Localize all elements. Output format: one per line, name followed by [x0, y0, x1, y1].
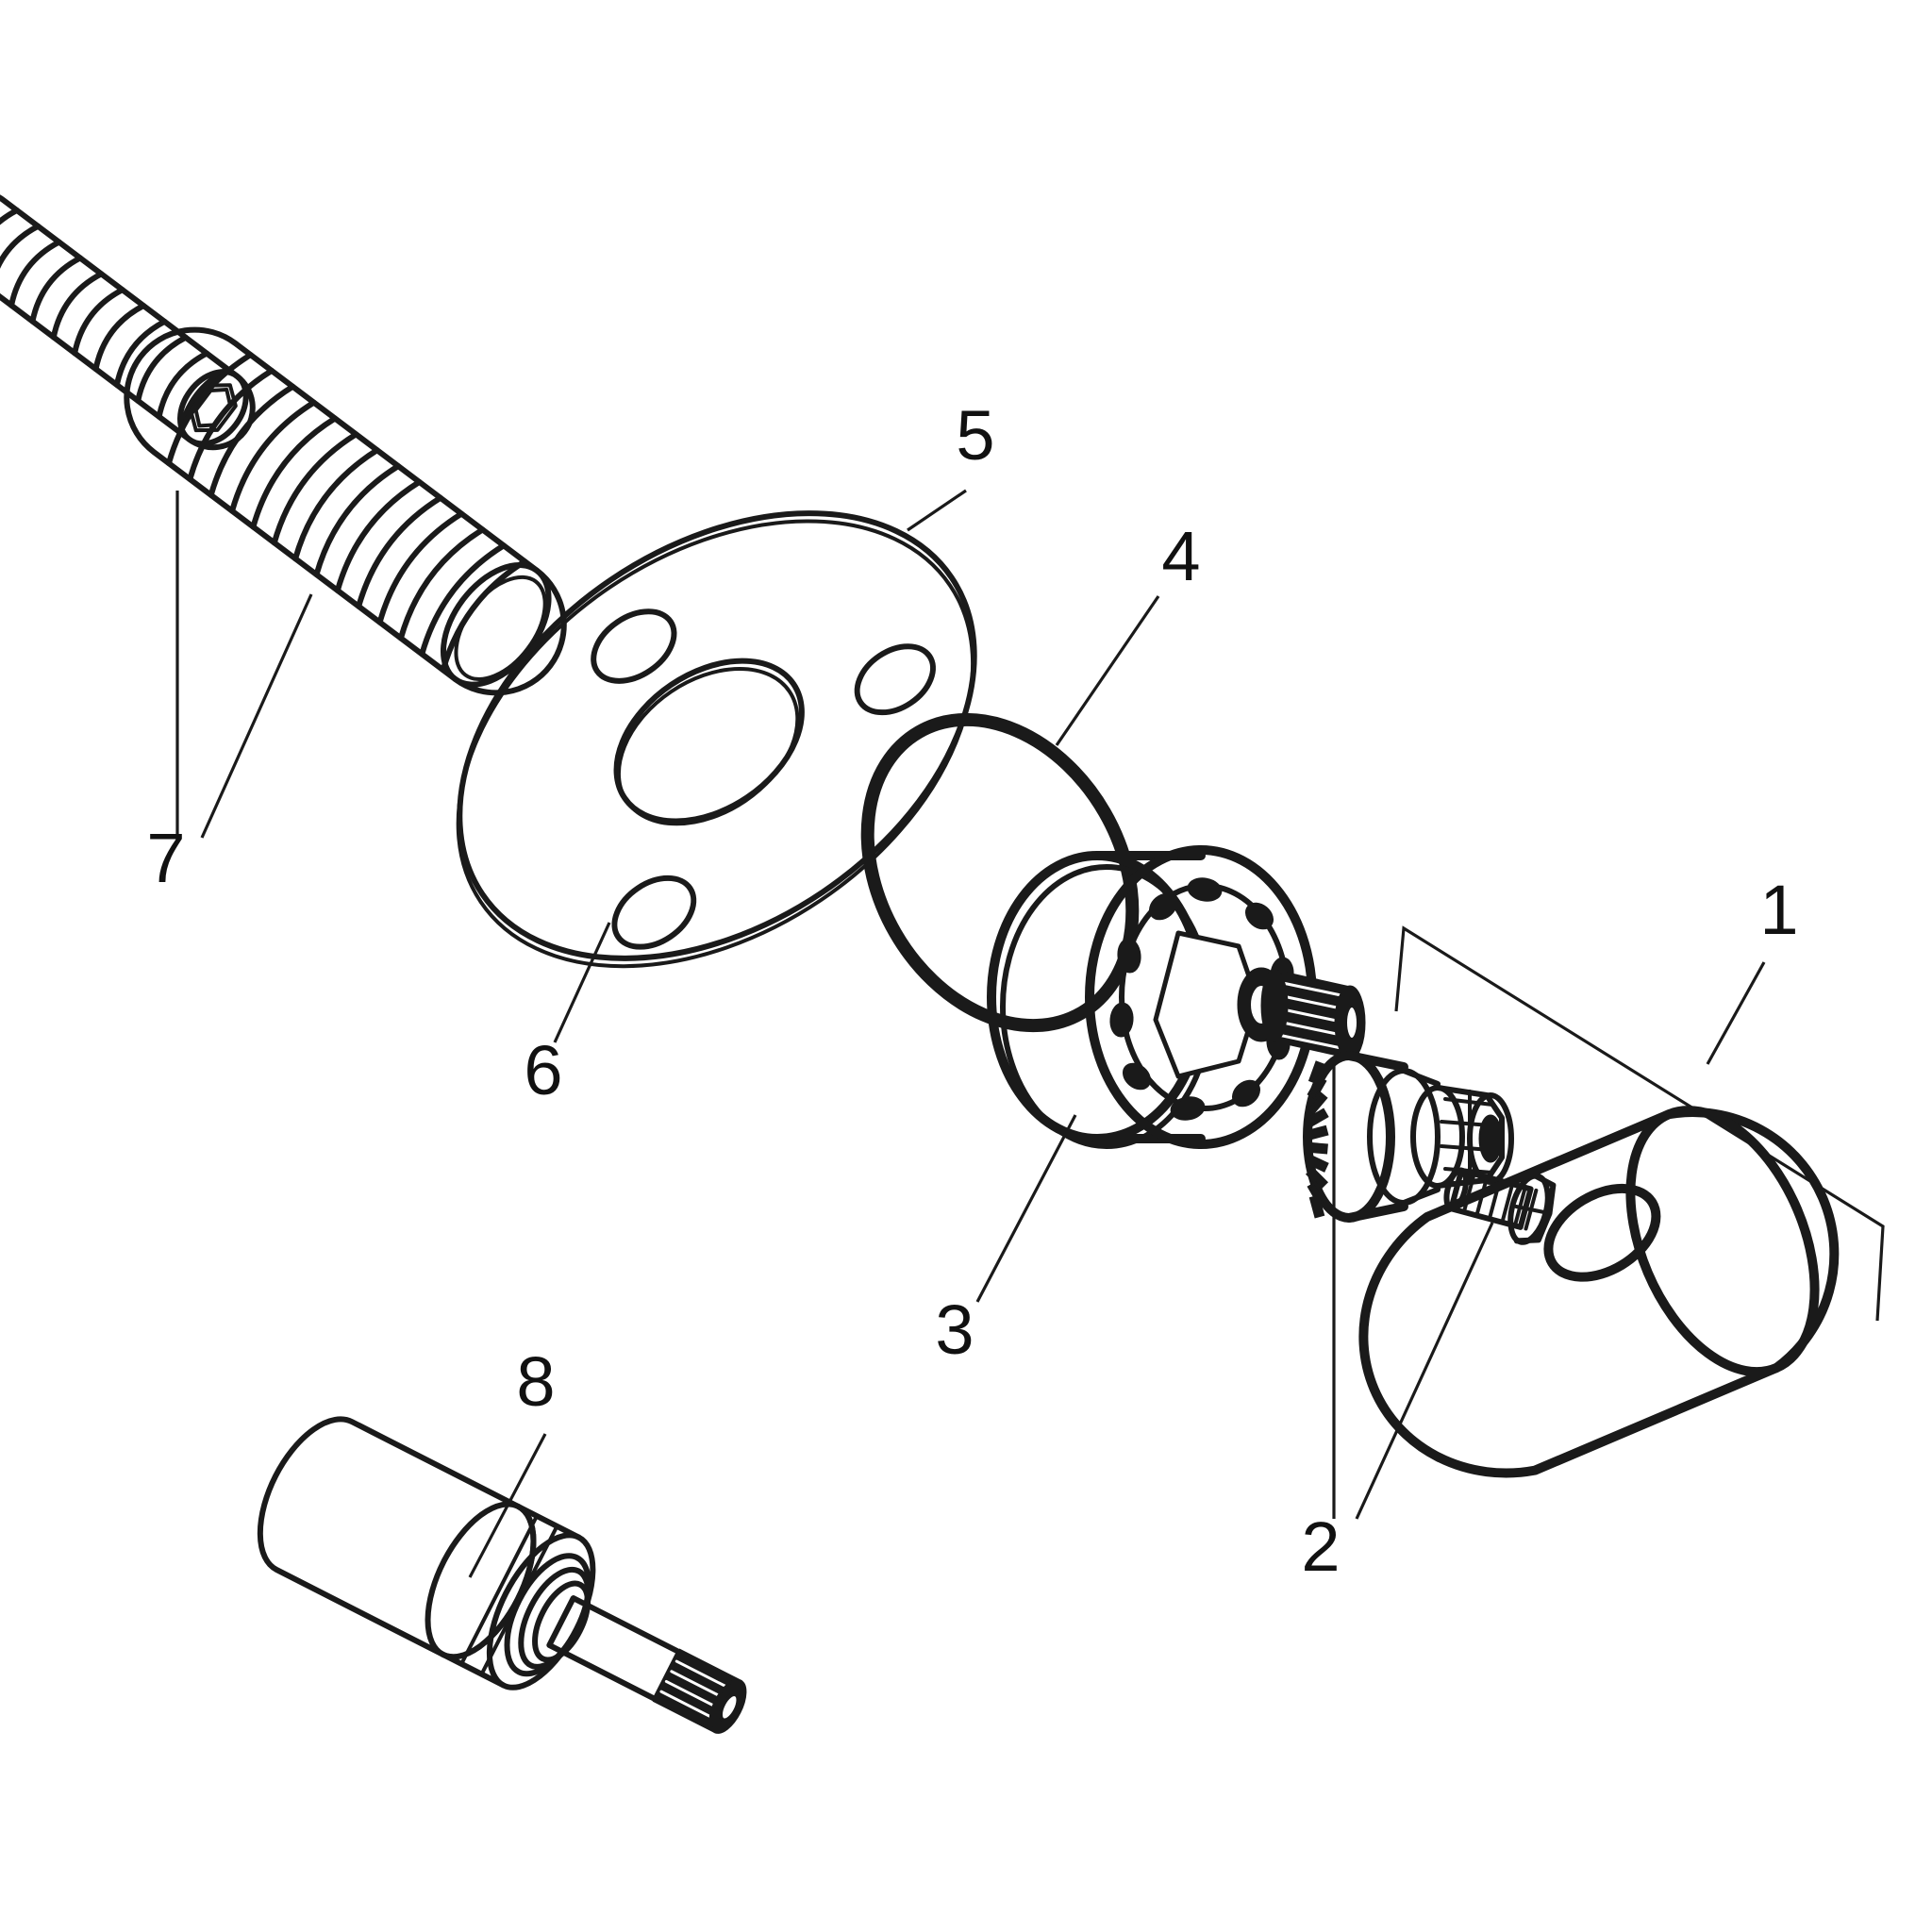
leader-7-b — [200, 593, 313, 839]
knurl-teeth — [1305, 1060, 1329, 1219]
callout-numbers: 1 2 3 4 5 6 7 8 — [146, 396, 1798, 1586]
callout-number-3: 3 — [935, 1291, 974, 1369]
part-cartridge-valve — [987, 845, 1366, 1149]
callout-number-4: 4 — [1161, 517, 1200, 595]
part-escutcheon-plate — [456, 510, 977, 969]
part-knurled-adapter — [1303, 1051, 1514, 1223]
part-handle-knob — [1358, 1106, 1840, 1478]
leader-5 — [907, 489, 967, 532]
part-extension-tool — [257, 1416, 747, 1734]
callout-number-1: 1 — [1759, 871, 1798, 949]
part-o-ring — [860, 712, 1140, 1033]
leader-1-bracket — [1394, 925, 1885, 1322]
leader-6 — [553, 922, 611, 1043]
escutcheon-mounting-hole — [611, 874, 697, 950]
leader-8 — [468, 1433, 547, 1578]
leader-4 — [1055, 595, 1160, 746]
leader-3 — [975, 1114, 1077, 1303]
leader-1-pointer — [1706, 961, 1766, 1065]
callout-number-7: 7 — [146, 819, 185, 897]
callout-number-6: 6 — [524, 1031, 562, 1109]
part-threaded-extension-sleeve — [124, 326, 567, 696]
leader-lines — [175, 489, 1885, 1578]
cross-slot — [1514, 1188, 1548, 1231]
part-hex-socket-set-screw — [0, 189, 256, 451]
callout-number-2: 2 — [1301, 1507, 1340, 1586]
callout-number-5: 5 — [956, 396, 994, 475]
leader-2-b — [1355, 1222, 1494, 1520]
callout-number-8: 8 — [516, 1342, 555, 1421]
